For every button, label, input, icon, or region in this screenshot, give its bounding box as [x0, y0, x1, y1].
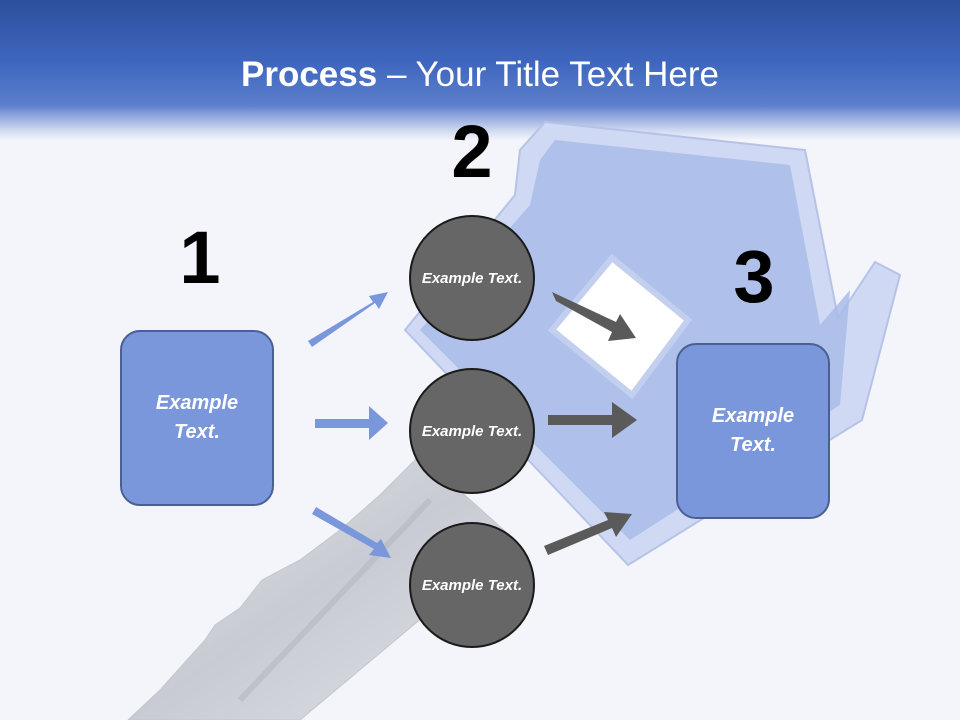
step-number-3: 3: [733, 235, 775, 318]
arrow-left-to-top: [308, 292, 388, 347]
arrow-middle-to-right: [548, 402, 637, 438]
step-number-1: 1: [179, 216, 221, 299]
left-example-box: Example Text.: [120, 330, 274, 506]
circle-middle: Example Text.: [409, 368, 535, 494]
arrow-top-to-right: [552, 292, 636, 341]
key-blade: [127, 454, 516, 720]
page-title: Process – Your Title Text Here: [0, 52, 960, 98]
right-box-text: Example Text.: [711, 405, 795, 456]
title-banner: [0, 0, 960, 140]
left-box-text: Example Text.: [155, 392, 239, 443]
key-groove: [237, 497, 433, 703]
arrow-bottom-to-right: [544, 512, 632, 555]
arrow-left-to-bottom: [312, 507, 391, 558]
arrow-left-to-middle: [315, 406, 388, 440]
circle-middle-text: Example Text.: [421, 422, 523, 440]
circle-bottom-text: Example Text.: [421, 576, 523, 594]
right-example-box: Example Text.: [676, 343, 830, 519]
title-rest: – Your Title Text Here: [377, 55, 719, 94]
title-bold: Process: [241, 55, 378, 94]
circle-top-text: Example Text.: [421, 269, 523, 287]
circle-bottom: Example Text.: [409, 522, 535, 648]
circle-top: Example Text.: [409, 215, 535, 341]
step-number-2: 2: [451, 110, 493, 193]
